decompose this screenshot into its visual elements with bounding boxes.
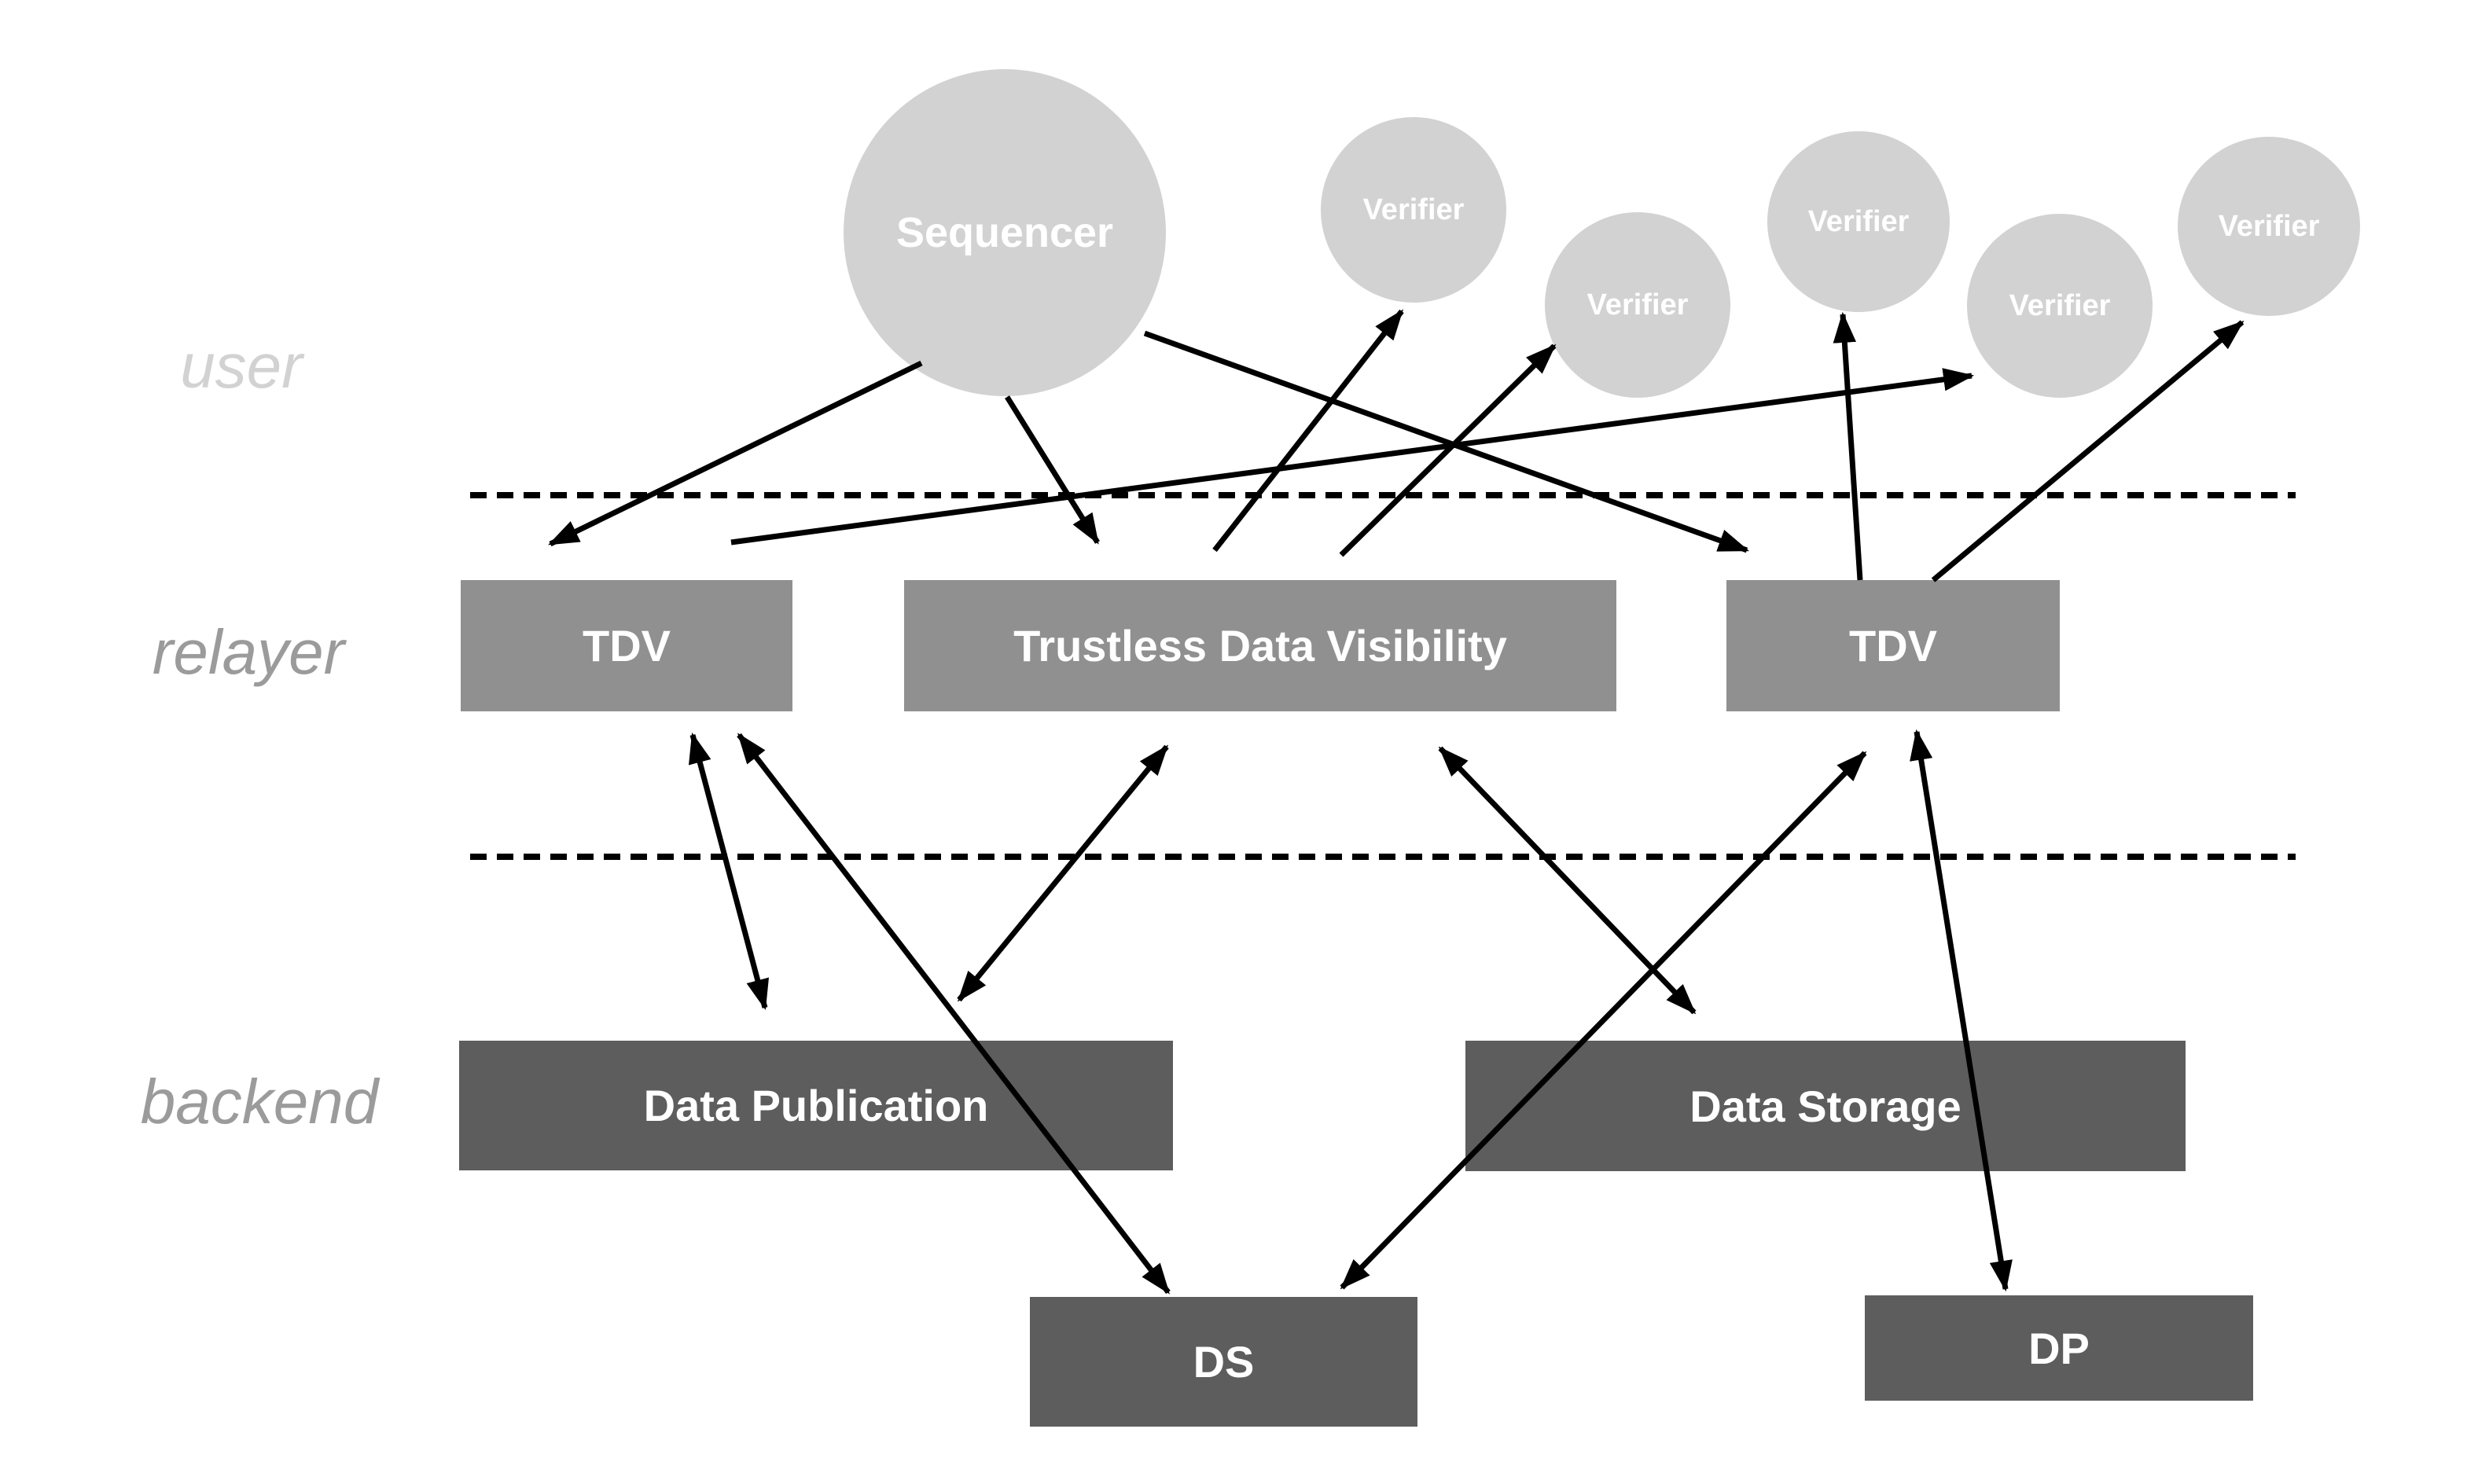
arrow-sequencer-to-tdv-left	[548, 360, 923, 547]
tdv-right-node: TDV	[1726, 580, 2060, 711]
verifier-node-2: Verifier	[1545, 212, 1730, 398]
arrow-tdv-right-dp	[1910, 729, 2013, 1292]
verifier-node-4: Verifier	[1967, 214, 2153, 398]
verifier-node-3: Verifier	[1767, 131, 1950, 312]
layer-label-relayer: relayer	[152, 617, 345, 687]
arrow-sequencer-to-trustless	[1005, 395, 1100, 545]
arrow-trustless-data-storage	[1438, 746, 1697, 1015]
arrow-tdv-left-ds	[737, 733, 1171, 1295]
data-publication-node: Data Publication	[459, 1041, 1173, 1170]
layer-label-backend: backend	[140, 1067, 379, 1137]
verifier-node-5: Verifier	[2178, 137, 2360, 316]
data-storage-node: Data Storage	[1465, 1041, 2186, 1171]
arrow-tdv-left-data-publication	[688, 732, 770, 1011]
layer-label-user: user	[180, 331, 303, 401]
verifier-node-1: Verifier	[1321, 117, 1506, 303]
trustless-data-visibility-node: Trustless Data Visibility	[904, 580, 1616, 711]
arrow-trustless-to-verifier-2	[1339, 343, 1557, 557]
tdv-left-node: TDV	[461, 580, 792, 711]
dp-node: DP	[1865, 1295, 2253, 1401]
arrow-tdv-left-to-verifier-4	[730, 368, 1975, 545]
arrow-tdv-right-ds	[1340, 751, 1867, 1290]
arrow-trustless-data-publication	[957, 744, 1169, 1002]
arrow-trustless-to-verifier-1	[1212, 309, 1404, 553]
sequencer-node: Sequencer	[844, 69, 1166, 396]
arrow-tdv-right-to-verifier-3	[1833, 311, 1863, 581]
ds-node: DS	[1030, 1297, 1417, 1427]
